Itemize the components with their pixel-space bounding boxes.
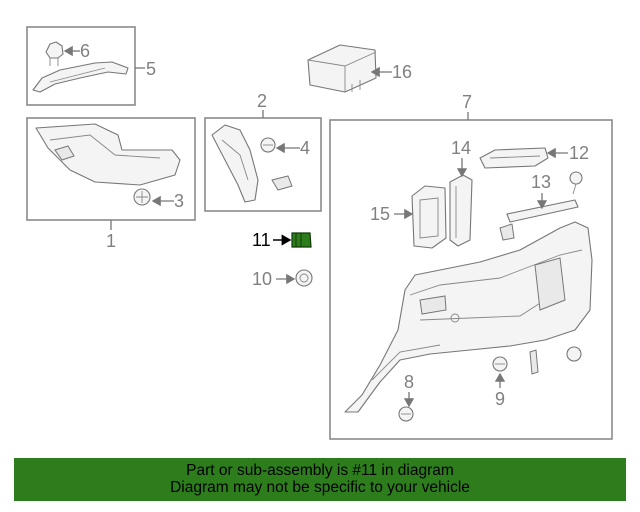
callout-4[interactable]: 4 bbox=[300, 138, 310, 158]
callout-13[interactable]: 13 bbox=[531, 172, 551, 192]
callout-11[interactable]: 11 bbox=[252, 230, 271, 250]
callout-5[interactable]: 5 bbox=[146, 59, 156, 79]
part-6-clip[interactable] bbox=[45, 41, 64, 66]
banner-line-2: Diagram may not be specific to your vehi… bbox=[170, 479, 470, 496]
part-5-trim-strip bbox=[32, 61, 129, 93]
part-16-module[interactable] bbox=[307, 44, 377, 93]
callout-10[interactable]: 10 bbox=[252, 269, 272, 289]
callout-1[interactable]: 1 bbox=[106, 231, 116, 251]
part-2-pillar-trim bbox=[211, 124, 259, 203]
part-2-bracket bbox=[271, 175, 293, 191]
part-3-clip[interactable] bbox=[133, 188, 151, 206]
callout-16[interactable]: 16 bbox=[392, 62, 412, 82]
callout-6[interactable]: 6 bbox=[80, 41, 90, 61]
callout-7[interactable]: 7 bbox=[462, 92, 472, 112]
callout-12[interactable]: 12 bbox=[569, 143, 589, 163]
group-box-7 bbox=[329, 119, 613, 440]
group-box-5 bbox=[26, 26, 136, 106]
part-8-clip[interactable] bbox=[398, 406, 414, 422]
part-9-clip[interactable] bbox=[492, 356, 508, 372]
part-9-bolt bbox=[529, 349, 539, 375]
part-14-panel[interactable] bbox=[449, 174, 473, 247]
part-9-clip-2 bbox=[566, 346, 582, 362]
callout-8[interactable]: 8 bbox=[404, 372, 414, 392]
part-10-grommet[interactable] bbox=[295, 269, 313, 287]
callout-15[interactable]: 15 bbox=[370, 204, 390, 224]
part-12-cover[interactable] bbox=[479, 147, 549, 169]
part-13-strip[interactable] bbox=[506, 171, 583, 223]
info-banner: Part or sub-assembly is #11 in diagram D… bbox=[14, 458, 626, 501]
part-7-quarter-panel bbox=[344, 221, 593, 413]
part-15-bezel[interactable] bbox=[411, 185, 447, 249]
part-11-clip[interactable] bbox=[291, 232, 312, 248]
callout-2[interactable]: 2 bbox=[257, 91, 267, 111]
part-1-quarter-trim bbox=[35, 123, 181, 186]
callout-9[interactable]: 9 bbox=[495, 389, 505, 409]
part-4-clip[interactable] bbox=[260, 137, 276, 153]
callout-3[interactable]: 3 bbox=[174, 191, 184, 211]
callout-14[interactable]: 14 bbox=[451, 138, 471, 158]
banner-line-1: Part or sub-assembly is #11 in diagram bbox=[186, 462, 454, 479]
part-13-clip bbox=[499, 223, 515, 241]
